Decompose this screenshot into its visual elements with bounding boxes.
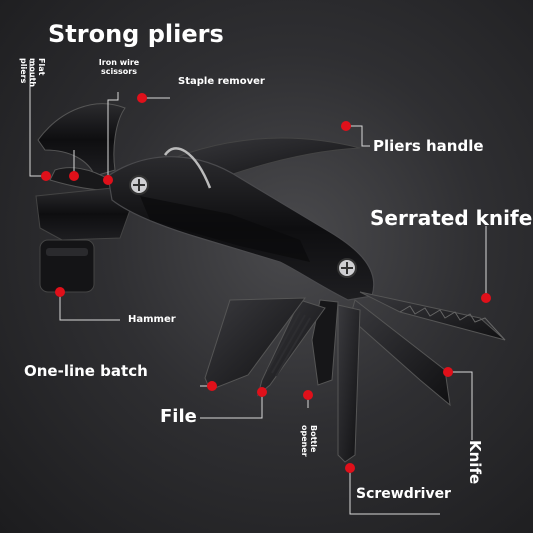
marker-handle bbox=[341, 121, 351, 131]
label-bottle-opener: Bottle opener bbox=[300, 425, 318, 457]
marker-bottle bbox=[303, 390, 313, 400]
label-one-line-batch: One-line batch bbox=[24, 362, 148, 380]
bottle-opener-blade bbox=[311, 299, 339, 386]
label-staple-remover: Staple remover bbox=[178, 76, 265, 87]
title-strong-pliers: Strong pliers bbox=[48, 20, 224, 48]
staple-remover-ring bbox=[163, 147, 212, 189]
marker-one-line bbox=[207, 381, 217, 391]
marker-serrated bbox=[481, 293, 491, 303]
label-file: File bbox=[160, 406, 197, 427]
hammer-face bbox=[39, 239, 95, 293]
label-screwdriver: Screwdriver bbox=[356, 486, 451, 502]
marker-iron-wire bbox=[69, 171, 79, 181]
label-iron-wire-scissors: Iron wire scissors bbox=[98, 58, 140, 76]
marker-flat-mouth bbox=[41, 171, 51, 181]
marker-file bbox=[257, 387, 267, 397]
marker-scissors bbox=[103, 175, 113, 185]
one-line-batch-blade bbox=[204, 297, 307, 391]
label-flat-mouth-pliers: Flat mouth pliers bbox=[19, 58, 46, 88]
plier-upper-jaw bbox=[37, 103, 126, 177]
label-knife: Knife bbox=[466, 440, 484, 485]
marker-staple bbox=[137, 93, 147, 103]
markers bbox=[41, 93, 491, 473]
label-hammer: Hammer bbox=[128, 314, 176, 325]
label-serrated-knife: Serrated knife bbox=[370, 206, 533, 230]
screwdriver-blade bbox=[337, 304, 361, 463]
marker-screwdriver bbox=[345, 463, 355, 473]
marker-hammer bbox=[55, 287, 65, 297]
label-pliers-handle: Pliers handle bbox=[373, 137, 484, 155]
marker-knife bbox=[443, 367, 453, 377]
